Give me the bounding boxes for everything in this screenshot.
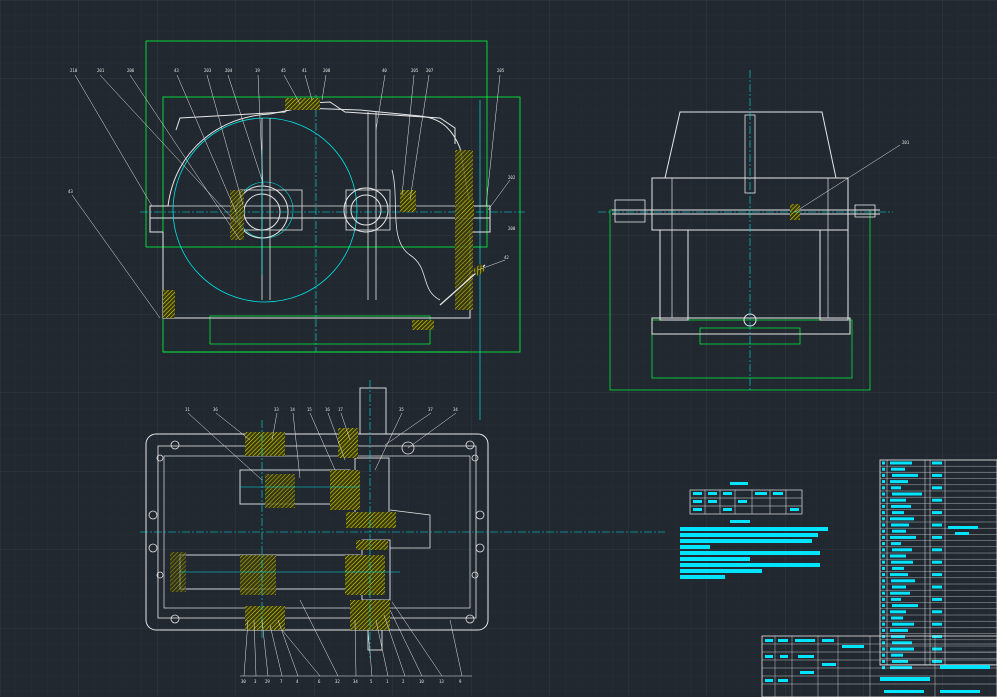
technical-requirements-notes[interactable] xyxy=(680,520,828,579)
balloon-p4: 14 xyxy=(290,407,295,412)
balloon-f17: 208 xyxy=(508,226,516,231)
balloon-pb2: 3 xyxy=(254,679,257,684)
balloon-pb5: 4 xyxy=(296,679,299,684)
balloon-pb1: 30 xyxy=(241,679,246,684)
balloon-f9: 41 xyxy=(302,68,307,73)
balloon-f12: 205 xyxy=(411,68,419,73)
balloon-f6: 204 xyxy=(225,68,233,73)
balloon-pb8: 34 xyxy=(353,679,358,684)
balloon-pb7: 32 xyxy=(335,679,340,684)
balloon-p3: 33 xyxy=(274,407,279,412)
front-view[interactable]: 210 201 206 43 203 204 19 45 41 208 40 2… xyxy=(68,40,525,420)
balloon-pb4: 7 xyxy=(280,679,283,684)
balloon-f18: 42 xyxy=(504,255,509,260)
balloon-p10: 34 xyxy=(453,407,458,412)
balloon-pb13: 13 xyxy=(439,679,444,684)
balloon-p6: 16 xyxy=(325,407,330,412)
balloon-p2: 36 xyxy=(213,407,218,412)
balloon-f4: 43 xyxy=(174,68,179,73)
balloon-f14: 205 xyxy=(497,68,505,73)
balloon-pb11: 2 xyxy=(402,679,405,684)
balloon-f1: 210 xyxy=(70,68,78,73)
balloon-pb3: 29 xyxy=(265,679,270,684)
balloon-f2: 201 xyxy=(97,68,105,73)
technical-characteristics-table[interactable] xyxy=(689,482,803,515)
balloon-f11: 40 xyxy=(382,68,387,73)
balloon-f5: 203 xyxy=(204,68,212,73)
balloon-f10: 208 xyxy=(323,68,331,73)
balloon-p7: 17 xyxy=(338,407,343,412)
balloon-pb12: 10 xyxy=(419,679,424,684)
balloon-f15: 43 xyxy=(68,189,73,194)
balloon-f7: 19 xyxy=(255,68,260,73)
plan-view[interactable]: 11 36 33 14 15 16 17 35 37 34 30 3 29 7 … xyxy=(140,380,665,684)
balloon-f3: 206 xyxy=(127,68,135,73)
balloon-f16: 202 xyxy=(508,175,516,180)
balloon-f13: 207 xyxy=(426,68,434,73)
balloon-pb14: 9 xyxy=(459,679,462,684)
balloon-p9: 37 xyxy=(428,407,433,412)
parts-list-table[interactable] xyxy=(879,459,997,670)
side-view[interactable]: 201 xyxy=(598,70,910,392)
balloon-pb9: 5 xyxy=(370,679,373,684)
balloon-s1: 201 xyxy=(902,140,910,145)
balloon-p1: 11 xyxy=(185,407,190,412)
title-block[interactable] xyxy=(761,526,997,697)
balloon-p8: 35 xyxy=(399,407,404,412)
balloon-pb10: 1 xyxy=(386,679,389,684)
balloon-f8: 45 xyxy=(281,68,286,73)
balloon-pb6: 6 xyxy=(318,679,321,684)
balloon-p5: 15 xyxy=(307,407,312,412)
